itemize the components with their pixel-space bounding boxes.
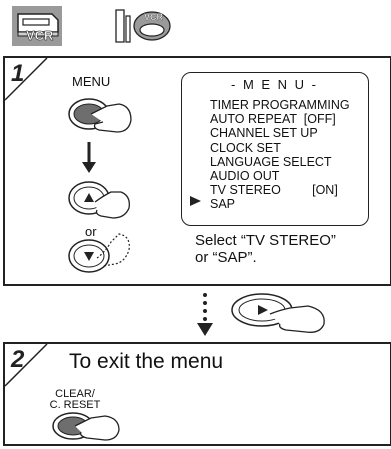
step-1-panel: 1 MENU or - M E N U - <box>3 56 391 286</box>
menu-cursor-icon <box>190 196 201 206</box>
step-2-panel: 2 To exit the menu CLEAR/ C. RESET <box>3 342 391 446</box>
menu-item: CLOCK SET <box>210 140 281 155</box>
step-number-slash <box>5 58 48 101</box>
menu-item: AUTO REPEAT [OFF] <box>210 112 336 127</box>
down-arrow-icon <box>82 142 96 173</box>
menu-item: TIMER PROGRAMMING <box>210 98 350 112</box>
step-2-number: 2 <box>11 346 25 373</box>
clear-button-label-line1: CLEAR/ <box>55 388 95 400</box>
menu-button[interactable] <box>65 92 135 140</box>
menu-item: AUDIO OUT <box>210 169 280 183</box>
menu-item: CHANNEL SET UP <box>210 126 318 141</box>
step-1-number: 1 <box>11 60 25 87</box>
step-number-slash <box>5 344 48 387</box>
vcr-mode-icon: VCR <box>12 6 62 46</box>
step-2-title: To exit the menu <box>69 350 224 373</box>
vcr-switch-icon: VCR <box>112 6 172 46</box>
menu-item: TV STEREO [ON] <box>210 183 338 198</box>
or-label: or <box>85 224 97 239</box>
menu-item: LANGUAGE SELECT <box>210 154 332 169</box>
menu-screen-title: - M E N U - <box>231 77 318 92</box>
down-button[interactable] <box>65 222 135 278</box>
right-button[interactable] <box>222 288 334 338</box>
step-1-caption-line1: Select “TV STEREO” <box>195 232 336 249</box>
clear-reset-button[interactable] <box>49 408 129 444</box>
vcr-switch-label: VCR <box>144 12 164 22</box>
vcr-mode-label: VCR <box>26 28 54 43</box>
dotted-down-arrow-icon <box>197 293 213 336</box>
up-button[interactable] <box>65 174 135 224</box>
menu-button-label: MENU <box>72 74 111 89</box>
step-1-caption-line2: or “SAP”. <box>195 249 257 266</box>
menu-item: SAP <box>210 197 236 212</box>
clear-button-label-line2: C. RESET <box>49 399 101 411</box>
